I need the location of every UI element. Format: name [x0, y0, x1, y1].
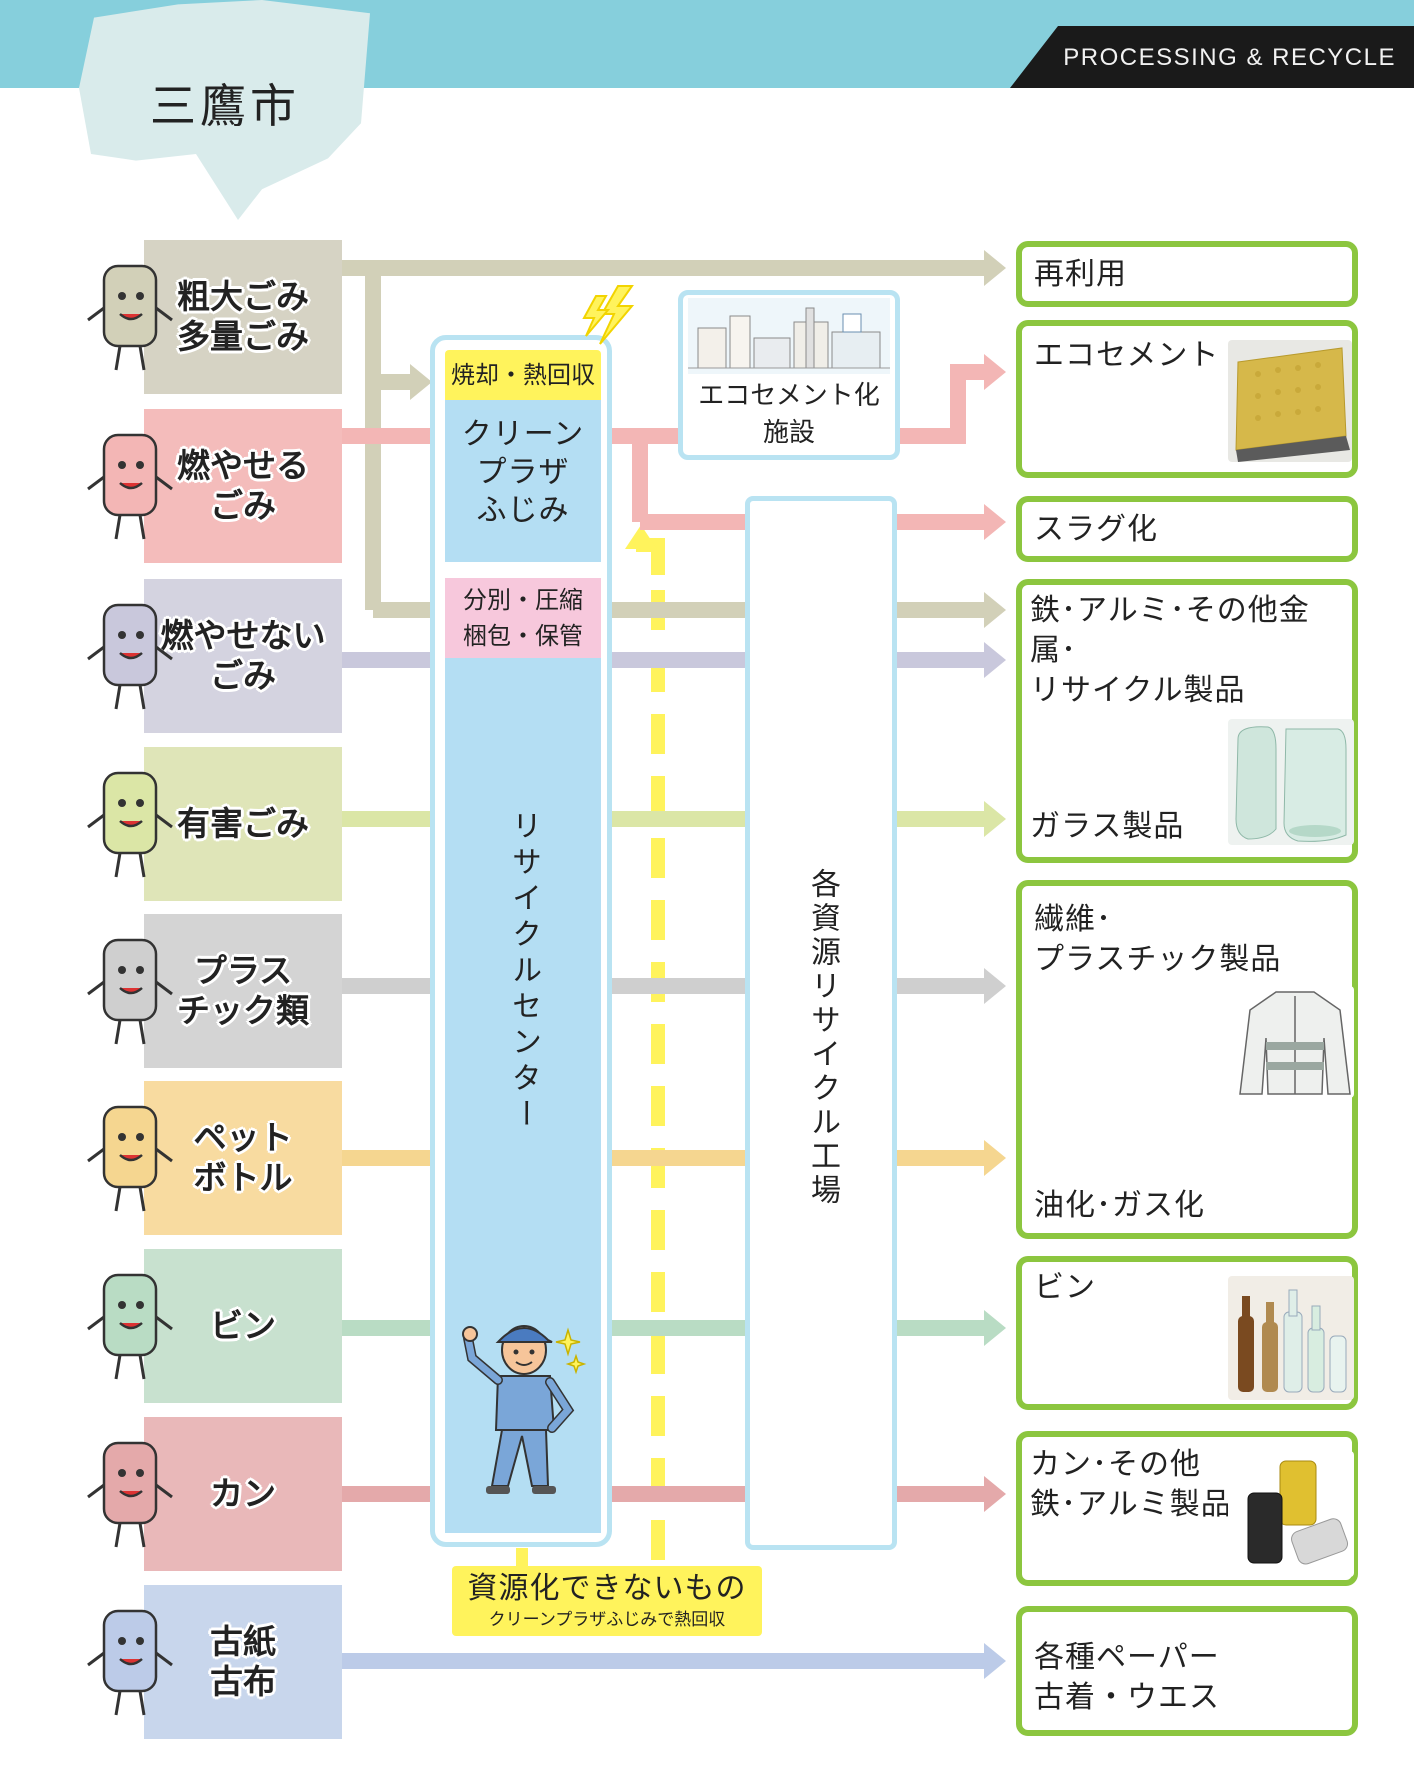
output-fiber-plastic-oil: 繊維･ プラスチック製品 油化･ガス化	[1016, 880, 1358, 1239]
category-box	[144, 914, 342, 1068]
clean-plaza-label: クリーン プラザ ふじみ	[461, 417, 585, 528]
category-label: 燃やせる ごみ	[177, 446, 309, 525]
arrow-head	[984, 1643, 1006, 1679]
output-slag: スラグ化	[1016, 496, 1358, 562]
arrow-head	[984, 250, 1006, 286]
category-label: ペット ボトル	[193, 1118, 293, 1197]
section-tag	[1010, 26, 1414, 88]
non-resource-flow-line	[636, 538, 665, 575]
pet-bottle-mascot-icon	[82, 1099, 178, 1219]
furniture-bicycle-icon	[82, 258, 178, 378]
arrow-head	[984, 968, 1006, 1004]
category-box	[144, 1249, 342, 1403]
category-label: 古紙 古布	[210, 1622, 276, 1701]
category-box	[144, 1585, 342, 1739]
arrow-head	[984, 1476, 1006, 1512]
battery-mascot-icon	[82, 765, 178, 885]
arrow-head	[984, 1310, 1006, 1346]
can-mascot-icon	[82, 1435, 178, 1555]
category-label: 粗大ごみ 多量ごみ	[177, 277, 309, 356]
category-box	[144, 747, 342, 901]
category-label: 燃やせない ごみ	[160, 616, 326, 695]
glass-bottles-photo	[1228, 1276, 1354, 1400]
category-box	[144, 409, 342, 563]
output-bottles: ビン	[1016, 1256, 1358, 1410]
fiber-jacket-photo	[1236, 986, 1354, 1098]
eco-cement-facility-label: エコセメント化 施設	[698, 381, 880, 448]
category-label: 有害ごみ	[177, 804, 309, 843]
output-label-secondary: ガラス製品	[1030, 809, 1185, 844]
non-resource-box: 資源化できないもの クリーンプラザふじみで熱回収	[452, 1566, 762, 1636]
category-label: ビン	[210, 1306, 276, 1345]
output-cans: カン･その他 鉄･アルミ製品	[1016, 1431, 1358, 1586]
arrow-head	[984, 354, 1006, 390]
output-paper-cloth: 各種ペーパー 古着・ウエス	[1016, 1606, 1358, 1736]
output-label: エコセメント	[1034, 338, 1220, 373]
non-resource-arrow-head	[625, 525, 657, 549]
output-label-secondary: 油化･ガス化	[1034, 1188, 1205, 1223]
arrow-head	[984, 642, 1006, 678]
glass-bottle-mascot-icon	[82, 1267, 178, 1387]
category-label: プラス チック類	[177, 951, 309, 1030]
non-resource-subtitle: クリーンプラザふじみで熱回収	[488, 1610, 726, 1630]
category-box	[144, 579, 342, 733]
output-label: スラグ化	[1034, 512, 1158, 547]
output-label: カン･その他 鉄･アルミ製品	[1030, 1447, 1232, 1522]
cans-photo	[1228, 1451, 1354, 1577]
output-label: ビン	[1034, 1270, 1096, 1305]
city-title: 三鷹市	[150, 79, 300, 133]
glass-products-photo	[1228, 719, 1354, 845]
arrow-head	[984, 592, 1006, 628]
output-eco-cement: エコセメント	[1016, 320, 1358, 478]
resource-recycle-factory-label: 各資源リサイクル工場	[805, 868, 840, 1208]
worker-thumbs-up-icon	[462, 1325, 587, 1494]
category-box	[144, 240, 342, 394]
paper-cloth-icon	[82, 1603, 178, 1723]
arrow-head	[410, 364, 432, 400]
arrow-head	[984, 504, 1006, 540]
output-reuse: 再利用	[1016, 241, 1358, 307]
category-box	[144, 1417, 342, 1571]
output-label: 鉄･アルミ･その他金属･ リサイクル製品	[1030, 593, 1310, 708]
burnable-trash-mascot-icon	[82, 427, 178, 547]
arrow-head	[984, 801, 1006, 837]
flow-line	[900, 364, 984, 444]
section-tag-text: PROCESSING & RECYCLE	[1063, 44, 1396, 71]
burn-heat-recovery-label: 焼却・熱回収	[445, 350, 601, 400]
plastic-mascot-icon	[82, 932, 178, 1052]
output-label: 再利用	[1034, 257, 1127, 292]
category-box	[144, 1081, 342, 1235]
eco-cement-block-photo	[1228, 340, 1352, 462]
output-label: 各種ペーパー 古着・ウエス	[1034, 1640, 1220, 1715]
lightning-icon	[582, 285, 635, 345]
category-label: カン	[210, 1474, 276, 1513]
eco-cement-plant-illustration	[688, 298, 890, 374]
output-metal-glass: 鉄･アルミ･その他金属･ リサイクル製品 ガラス製品	[1016, 579, 1358, 863]
resource-recycle-factory	[745, 496, 897, 1550]
output-label: 繊維･ プラスチック製品	[1034, 902, 1282, 977]
nonburnable-trash-mascot-icon	[82, 597, 178, 717]
arrow-head	[984, 1140, 1006, 1176]
recycle-center-label: リサイクルセンター	[506, 810, 541, 1134]
sort-compress-label: 分別・圧縮 梱包・保管	[445, 578, 601, 658]
clean-plaza-block	[445, 400, 601, 562]
non-resource-title: 資源化できないもの	[467, 1571, 747, 1606]
